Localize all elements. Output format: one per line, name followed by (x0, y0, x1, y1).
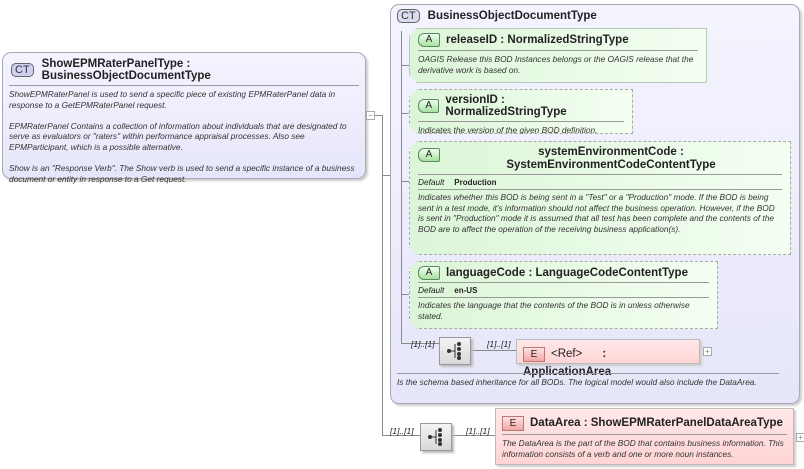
complex-type-icon: CT (11, 63, 34, 77)
default-value: en-US (454, 286, 478, 295)
cardinality: [1]..[1] (487, 339, 511, 349)
default-value: Production (454, 178, 497, 187)
expand-toggle[interactable]: + (703, 347, 712, 356)
root-complex-type[interactable]: CT ShowEPMRaterPanelType : BusinessObjec… (2, 52, 366, 184)
connector (382, 115, 383, 436)
attribute-description: Indicates the language that the contents… (418, 300, 690, 321)
attribute-description: Indicates whether this BOD is being sent… (418, 192, 775, 234)
type-name: BusinessObjectDocumentType (427, 10, 597, 22)
sequence-icon[interactable] (420, 423, 452, 451)
connector (375, 115, 383, 116)
type-name: ShowEPMRaterPanelType : BusinessObjectDo… (41, 58, 211, 82)
type-description: ShowEPMRaterPanel is used to send a spec… (9, 89, 355, 184)
attribute-icon: A (418, 148, 440, 162)
element-description: The DataArea is the part of the BOD that… (502, 438, 784, 459)
connector (382, 175, 390, 176)
connector (382, 435, 420, 436)
attribute-description: Indicates the version of the given BOD d… (418, 125, 598, 135)
element-icon: E (502, 416, 524, 431)
connector (452, 435, 495, 436)
expand-toggle[interactable]: + (796, 433, 804, 442)
cardinality: [1]..[1] (466, 426, 490, 436)
attribute-icon: A (418, 266, 440, 280)
attribute-description: OAGIS Release this BOD Instances belongs… (418, 54, 694, 75)
sequence-icon[interactable] (439, 337, 471, 365)
attribute-icon: A (418, 99, 439, 113)
collapse-toggle[interactable]: − (366, 111, 375, 120)
complex-type-icon: CT (397, 9, 420, 23)
cardinality: [1]..[1] (390, 426, 414, 436)
element-application-area[interactable]: E<Ref>: ApplicationArea (516, 339, 700, 378)
type-description: Is the schema based inheritance for all … (397, 377, 757, 387)
attribute-icon: A (418, 33, 440, 47)
cardinality: [1]..[1] (411, 339, 435, 349)
element-icon: E (523, 347, 545, 362)
